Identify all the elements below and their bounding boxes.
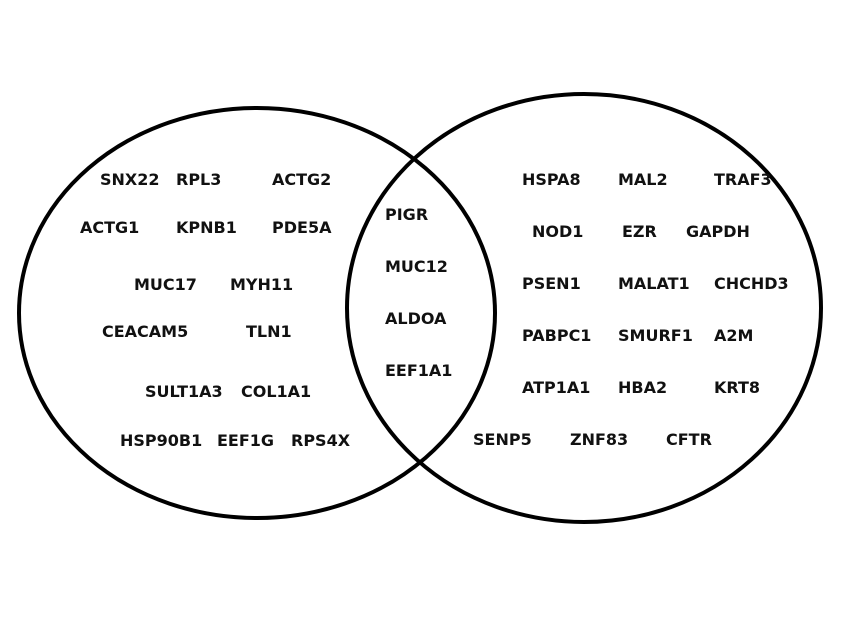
gene-left: CEACAM5 bbox=[102, 322, 188, 341]
gene-intersection: MUC12 bbox=[385, 257, 448, 276]
gene-right: MAL2 bbox=[618, 170, 668, 189]
gene-right: MALAT1 bbox=[618, 274, 690, 293]
gene-right: HBA2 bbox=[618, 378, 667, 397]
gene-left: ACTG1 bbox=[80, 218, 139, 237]
gene-right: CFTR bbox=[666, 430, 712, 449]
gene-right: SENP5 bbox=[473, 430, 532, 449]
gene-right: GAPDH bbox=[686, 222, 750, 241]
gene-right: ZNF83 bbox=[570, 430, 628, 449]
gene-right: A2M bbox=[714, 326, 753, 345]
gene-left: MUC17 bbox=[134, 275, 197, 294]
gene-right: PABPC1 bbox=[522, 326, 591, 345]
gene-intersection: ALDOA bbox=[385, 309, 447, 328]
gene-left: SNX22 bbox=[100, 170, 160, 189]
gene-left: TLN1 bbox=[246, 322, 292, 341]
gene-left: RPS4X bbox=[291, 431, 351, 450]
gene-left: HSP90B1 bbox=[120, 431, 202, 450]
gene-right: KRT8 bbox=[714, 378, 760, 397]
gene-left: ACTG2 bbox=[272, 170, 331, 189]
gene-left: EEF1G bbox=[217, 431, 274, 450]
gene-left: RPL3 bbox=[176, 170, 221, 189]
right-circle bbox=[345, 92, 823, 524]
gene-right: CHCHD3 bbox=[714, 274, 789, 293]
gene-intersection: PIGR bbox=[385, 205, 428, 224]
gene-right: HSPA8 bbox=[522, 170, 581, 189]
left-circle bbox=[17, 106, 497, 520]
gene-left: MYH11 bbox=[230, 275, 293, 294]
gene-right: NOD1 bbox=[532, 222, 583, 241]
gene-left: PDE5A bbox=[272, 218, 332, 237]
gene-right: SMURF1 bbox=[618, 326, 693, 345]
gene-right: TRAF3 bbox=[714, 170, 772, 189]
gene-left: SULT1A3 bbox=[145, 382, 223, 401]
gene-right: PSEN1 bbox=[522, 274, 581, 293]
gene-right: EZR bbox=[622, 222, 657, 241]
gene-intersection: EEF1A1 bbox=[385, 361, 452, 380]
gene-left: COL1A1 bbox=[241, 382, 311, 401]
gene-left: KPNB1 bbox=[176, 218, 237, 237]
gene-right: ATP1A1 bbox=[522, 378, 590, 397]
